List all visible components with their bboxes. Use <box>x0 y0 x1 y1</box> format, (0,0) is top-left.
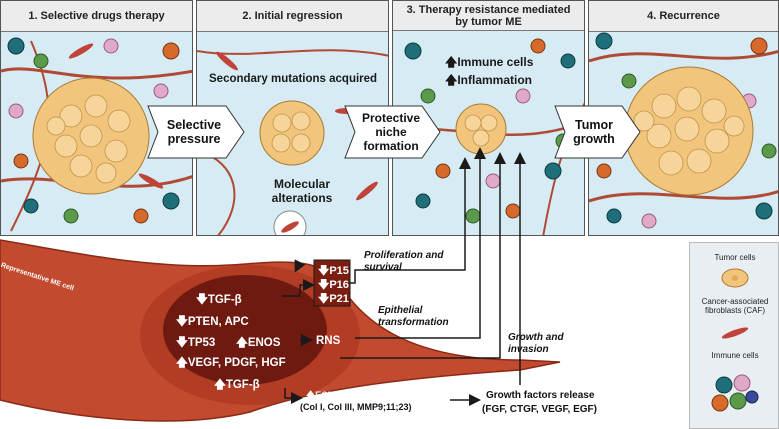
inflammation-label: 🡅Inflammation <box>445 73 533 87</box>
up-arrow-icon: 🡅 <box>236 337 248 349</box>
molecular-alterations-label: Molecular alterations <box>271 177 333 205</box>
tumor-growth-label: Tumor growth <box>573 118 615 146</box>
tumor-cell-icon <box>721 268 749 288</box>
panel-title: 1. Selective drugs therapy <box>1 1 192 32</box>
pten-apc-label: 🡇PTEN, APC <box>176 316 249 328</box>
down-arrow-icon: 🡇 <box>176 316 188 328</box>
legend: Tumor cells Cancer-associated fibroblast… <box>689 242 779 429</box>
fibroblast-icon <box>721 327 749 339</box>
down-arrow-icon: 🡇 <box>196 294 208 306</box>
immune-cells-label: 🡅Immune cells <box>445 55 534 69</box>
down-arrow-icon: 🡇 <box>318 265 330 277</box>
tgfb-down-label: 🡇TGF-β <box>196 294 242 306</box>
secondary-mutations-label: Secondary mutations acquired <box>209 73 378 85</box>
rns-label: RNS <box>316 335 341 347</box>
growth-factors-list: (FGF, CTGF, VEGF, EGF) <box>482 404 597 415</box>
up-arrow-icon: 🡅 <box>445 73 458 87</box>
tp53-label: 🡇TP53 <box>176 337 216 349</box>
vegf-label: 🡅VEGF, PDGF, HGF <box>176 357 286 369</box>
p15-label: 🡇P15 <box>318 265 349 277</box>
down-arrow-icon: 🡇 <box>176 337 188 349</box>
up-arrow-icon: 🡅 <box>214 379 226 391</box>
down-arrow-icon: 🡇 <box>318 293 330 305</box>
panel-title: 3. Therapy resistance mediated by tumor … <box>393 1 584 31</box>
protective-niche-label: Protective niche formation <box>361 111 421 153</box>
growth-invasion-label: Growth and invasion <box>508 332 564 355</box>
proliferation-label: Proliferation and survival <box>364 250 444 273</box>
microenvironment-illustration <box>589 32 778 229</box>
epithelial-label: Epithelial transformation <box>378 305 449 328</box>
up-arrow-icon: 🡅 <box>176 357 188 369</box>
p16-label: 🡇P16 <box>318 279 349 291</box>
legend-tumor-label: Tumor cells <box>714 253 756 262</box>
selective-pressure-label: Selective pressure <box>166 118 222 146</box>
legend-immune-label: Immune cells <box>711 351 759 360</box>
microenvironment-illustration <box>197 49 388 235</box>
up-arrow-icon: 🡅 <box>445 55 458 69</box>
panel-title: 2. Initial regression <box>197 1 388 32</box>
enos-label: 🡅ENOS <box>236 337 281 349</box>
down-arrow-icon: 🡇 <box>318 279 330 291</box>
up-arrow-icon: 🡅 <box>306 390 316 400</box>
immune-cells-icon <box>711 374 759 412</box>
microenvironment-illustration <box>393 38 584 235</box>
ecm-genes-list: (Col I, Col III, MMP9;11;23) <box>300 402 412 412</box>
panel-title: 4. Recurrence <box>589 1 778 32</box>
legend-caf-label: Cancer-associated fibroblasts (CAF) <box>701 297 769 315</box>
ecm-genes-label: 🡅ECM-related genes <box>306 390 397 400</box>
microenvironment-illustration <box>1 37 192 232</box>
tgfb-up-label: 🡅TGF-β <box>214 379 260 391</box>
p21-label: 🡇P21 <box>318 293 349 305</box>
growth-factors-label: Growth factors release <box>486 390 595 401</box>
